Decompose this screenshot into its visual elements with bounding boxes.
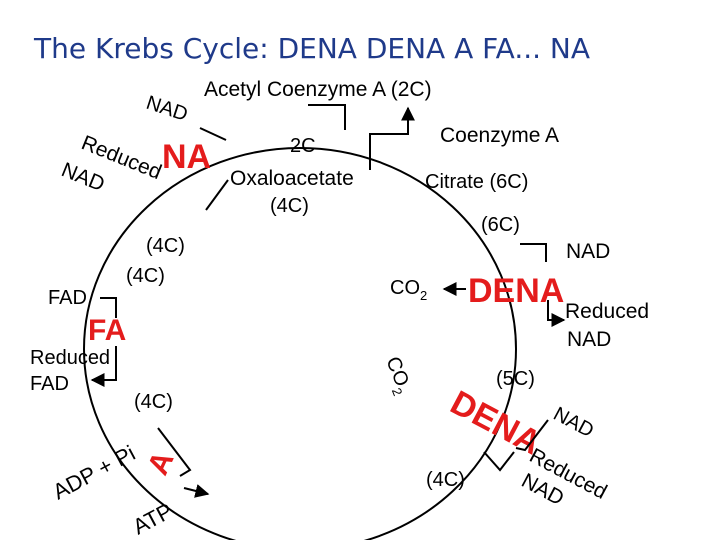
dena2-enzyme-label: DENA xyxy=(444,384,547,463)
cycle-circle xyxy=(83,147,517,540)
dena1-co2-main: CO xyxy=(390,277,420,299)
fad-enzyme-label: FA xyxy=(88,314,126,347)
page-title: The Krebs Cycle: DENA DENA A FA... NA xyxy=(33,32,590,65)
coenzyme-a-out-arrow xyxy=(369,106,415,170)
dena1-reduced-label: Reduced xyxy=(565,300,649,323)
na-reduced-nad-label: NAD xyxy=(58,158,108,196)
dena2-nad-input: NAD xyxy=(550,403,598,442)
coenzyme-a-label: Coenzyme A xyxy=(440,124,559,147)
fad-input-line xyxy=(100,297,117,318)
acetyl-coa-line xyxy=(308,104,346,130)
dena2-nad-line xyxy=(515,419,549,452)
dena2-product-line xyxy=(483,451,515,472)
na-enzyme-label: NA xyxy=(162,138,211,176)
dena1-nad-line xyxy=(520,243,547,262)
dena1-co2-sub: 2 xyxy=(420,288,427,303)
dena2-carbons: (5C) xyxy=(496,368,535,390)
dena1-reduced-nad-arrow xyxy=(547,300,566,327)
acetyl-coa-label: Acetyl Coenzyme A (2C) xyxy=(204,78,432,101)
dena1-reduced-nad-label: NAD xyxy=(567,328,611,351)
dena2-co2-label: CO2 xyxy=(378,354,416,398)
dena1-enzyme-label: DENA xyxy=(468,272,564,310)
fad-step-carbons-a: (4C) xyxy=(146,235,185,257)
fad-step-carbons-b: (4C) xyxy=(126,265,165,287)
adp-pi-input: ADP + Pi xyxy=(49,440,140,504)
dena1-co2-label: CO2 xyxy=(390,277,427,303)
oxaloacetate-label: Oxaloacetate xyxy=(230,167,354,190)
na-nad-line xyxy=(199,127,227,141)
dena2-output-carbons: (4C) xyxy=(426,469,465,491)
dena1-nad-input: NAD xyxy=(566,240,610,263)
fad-reduced-label: Reduced xyxy=(30,347,110,369)
atp-step-line xyxy=(157,427,192,477)
oxaloacetate-carbons: (4C) xyxy=(270,195,309,217)
atp-step-carbons: (4C) xyxy=(134,391,173,413)
fad-reduced-arrow xyxy=(90,346,117,387)
dena2-co2-main: CO xyxy=(381,354,413,390)
fad-reduced-fad-label: FAD xyxy=(30,373,69,395)
two-carbon-label: 2C xyxy=(290,135,316,157)
dena2-co2-sub: 2 xyxy=(389,386,406,398)
atp-output-label: ATP xyxy=(129,498,177,539)
na-product-line xyxy=(205,179,229,211)
na-nad-input: NAD xyxy=(143,92,190,126)
atp-output-arrow xyxy=(183,484,210,498)
citrate-label: Citrate (6C) xyxy=(425,171,528,193)
fad-input-label: FAD xyxy=(48,287,87,309)
six-carbon-label: (6C) xyxy=(481,214,520,236)
